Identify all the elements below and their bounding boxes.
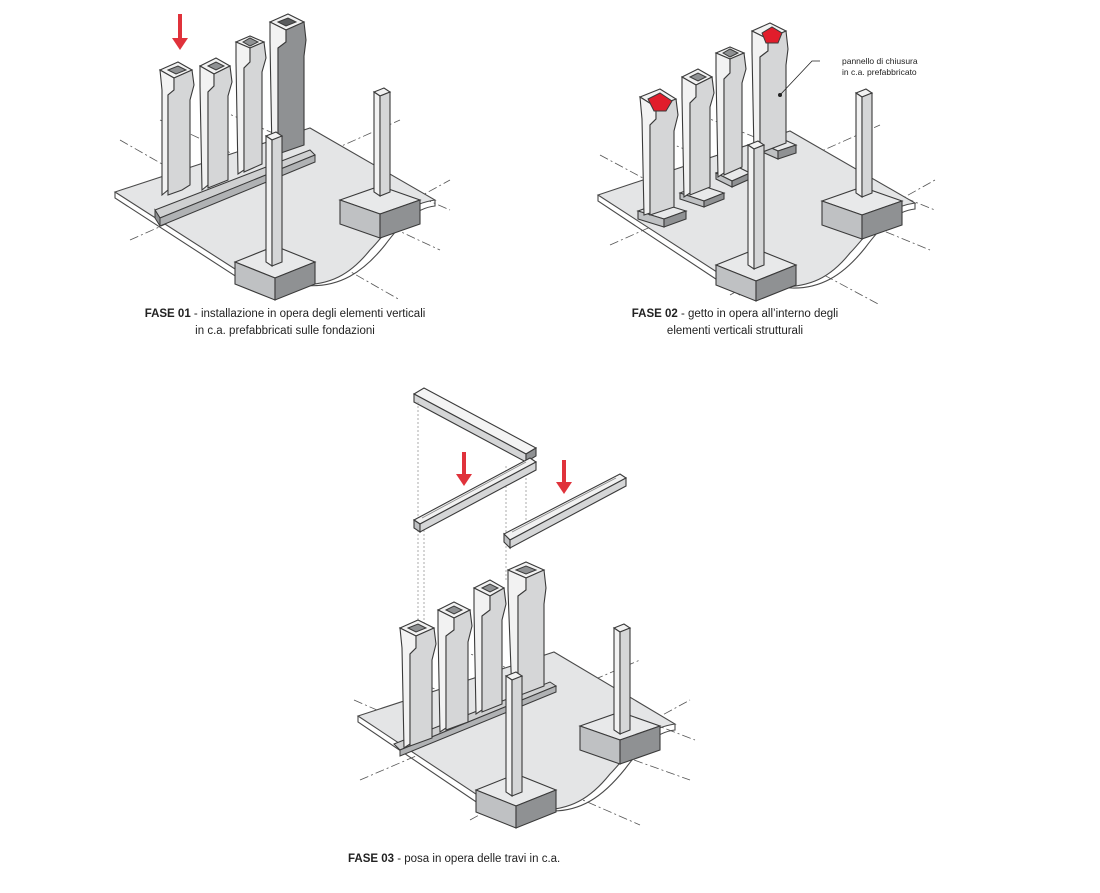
closure-panel-note: pannello di chiusura in c.a. prefabbrica…: [842, 56, 918, 78]
down-arrow-icon: [172, 14, 188, 50]
precast-top-beam: [412, 387, 538, 463]
vertical-element-3: [234, 35, 267, 176]
precast-beam-2: [503, 473, 628, 550]
phase-2-label: FASE 02: [631, 308, 678, 320]
phase-2-line1: - getto in opera all’interno degli: [677, 308, 839, 320]
annotation-leader: [778, 60, 820, 97]
phase-3-label: FASE 03: [348, 853, 395, 865]
vertical-element-2: [680, 68, 715, 199]
phase-1-illustration: [100, 0, 460, 310]
footing-right: [820, 186, 904, 240]
phase-2-caption: FASE 02 - getto in opera all’interno deg…: [600, 306, 870, 340]
column-right: [854, 88, 874, 199]
precast-beam-1: [412, 457, 538, 534]
closure-panel-icon: [761, 26, 783, 44]
phase-1-line2: in c.a. prefabbricati sulle fondazioni: [195, 325, 375, 337]
column-right: [372, 87, 392, 198]
phase-1-line1: - installazione in opera degli elementi …: [190, 308, 426, 320]
phase-2-line2: elementi verticali strutturali: [666, 325, 804, 337]
vertical-element-1: [158, 61, 195, 197]
phase-3-drawing: [353, 387, 696, 829]
footing-right: [338, 185, 422, 239]
vertical-element-3: [714, 46, 747, 179]
vertical-element-1: [638, 88, 679, 216]
down-arrow-icon: [456, 452, 472, 486]
phase-2-illustration: [590, 15, 940, 310]
vertical-element-4: [750, 22, 789, 155]
column-front: [746, 140, 766, 271]
phase-1-drawing: [113, 13, 451, 301]
vertical-element-4: [268, 13, 307, 156]
column-right: [612, 623, 632, 736]
phase-2-drawing: [596, 22, 936, 306]
vertical-element-1: [398, 619, 437, 750]
vertical-element-2: [198, 57, 233, 192]
column-front: [264, 131, 284, 268]
vertical-element-2: [436, 601, 473, 734]
down-arrow-icon: [556, 460, 572, 494]
phase-3-illustration: [340, 380, 700, 840]
vertical-element-4: [506, 561, 547, 698]
closure-panel-note-line1: pannello di chiusura: [842, 56, 918, 66]
closure-panel-icon: [647, 92, 673, 112]
phase-1-caption: FASE 01 - installazione in opera degli e…: [120, 306, 450, 340]
column-front: [504, 671, 524, 798]
phase-1-label: FASE 01: [144, 308, 191, 320]
closure-panel-note-line2: in c.a. prefabbricato: [842, 67, 917, 77]
vertical-element-3: [472, 579, 507, 716]
phase-3-caption: FASE 03 - posa in opera delle travi in c…: [348, 851, 588, 868]
phase-3-line1: - posa in opera delle travi in c.a.: [394, 853, 561, 865]
